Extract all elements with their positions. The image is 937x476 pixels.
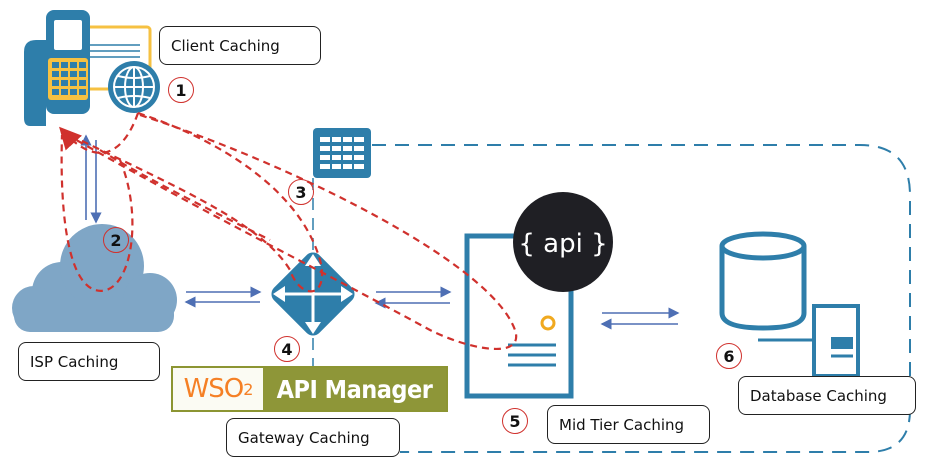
wso2-product-name: API Manager [263, 368, 446, 410]
datacenter-rack-icon [313, 128, 371, 178]
step-number-3: 3 [288, 179, 314, 205]
step-number-2: 2 [103, 227, 129, 253]
api-badge-label: { api } [518, 229, 607, 259]
step-number-4: 4 [274, 336, 300, 362]
step-number-6: 6 [716, 343, 742, 369]
isp-caching-label: ISP Caching [18, 342, 160, 381]
cache-paths [59, 111, 518, 350]
server-zone-boundary [372, 144, 911, 453]
database-cylinder-icon [719, 231, 807, 331]
database-caching-label: Database Caching [738, 376, 916, 415]
gateway-caching-label: Gateway Caching [226, 418, 400, 457]
step-number-5: 5 [502, 408, 528, 434]
isp-cloud-icon [12, 224, 177, 332]
gateway-router-icon [271, 252, 355, 336]
mid-tier-caching-label: Mid Tier Caching [547, 405, 710, 444]
step-number-1: 1 [168, 77, 194, 103]
api-badge: { api } [513, 192, 613, 292]
client-caching-label: Client Caching [159, 26, 321, 65]
globe-icon [108, 61, 160, 113]
database-server-icon [758, 304, 860, 378]
